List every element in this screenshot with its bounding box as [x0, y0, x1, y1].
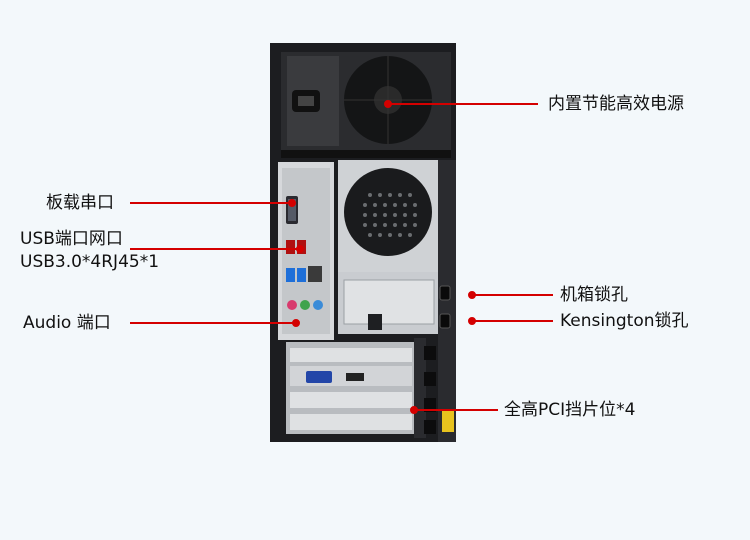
chassis-lock-hole	[439, 285, 451, 301]
case-side-edge	[438, 160, 456, 442]
leader-dot-psu	[384, 100, 392, 108]
pci-slot	[290, 414, 412, 430]
side-cutout	[424, 346, 436, 360]
leader-lines	[130, 100, 553, 414]
leader-dot-audio	[292, 319, 300, 327]
side-cutout	[424, 372, 436, 386]
usb-port	[286, 240, 295, 254]
rear-fan-holes	[363, 193, 417, 237]
label-usb-line1: USB端口网口	[20, 229, 123, 249]
leader-dot-serial	[288, 199, 296, 207]
leader-dot-kensington	[468, 317, 476, 325]
label-usb-line2: USB3.0*4RJ45*1	[20, 252, 160, 272]
power-socket-pins	[298, 96, 314, 106]
label-psu: 内置节能高效电源	[548, 94, 684, 114]
side-cutout	[424, 398, 436, 412]
label-serial: 板载串口	[46, 193, 114, 213]
label-chassis-lock: 机箱锁孔	[560, 285, 628, 305]
label-audio: Audio 端口	[23, 313, 111, 333]
kensington-lock-hole	[439, 313, 451, 329]
usb-port	[297, 268, 306, 282]
audio-jack	[313, 300, 323, 310]
label-pci: 全高PCI挡片位*4	[504, 400, 636, 420]
leader-dot-usb	[296, 245, 304, 253]
pci-slot	[290, 348, 412, 362]
slot-retainer	[414, 338, 426, 438]
audio-jack	[300, 300, 310, 310]
leader-dot-pci	[410, 406, 418, 414]
rj45-port	[308, 266, 322, 282]
label-kensington: Kensington锁孔	[560, 311, 689, 331]
pci-slot	[290, 392, 412, 408]
warning-sticker	[442, 410, 454, 432]
audio-jack	[287, 300, 297, 310]
psu-screw-strip	[281, 150, 451, 158]
leader-dot-chassis-lock	[468, 291, 476, 299]
side-cutout	[424, 420, 436, 434]
lock-bracket	[368, 314, 382, 330]
lower-bracket	[343, 279, 435, 325]
serial-port-inner	[288, 199, 296, 221]
usb-port	[286, 268, 295, 282]
hdmi-port	[346, 373, 364, 381]
vga-port	[306, 371, 332, 383]
rear-fan-grill	[344, 168, 432, 256]
